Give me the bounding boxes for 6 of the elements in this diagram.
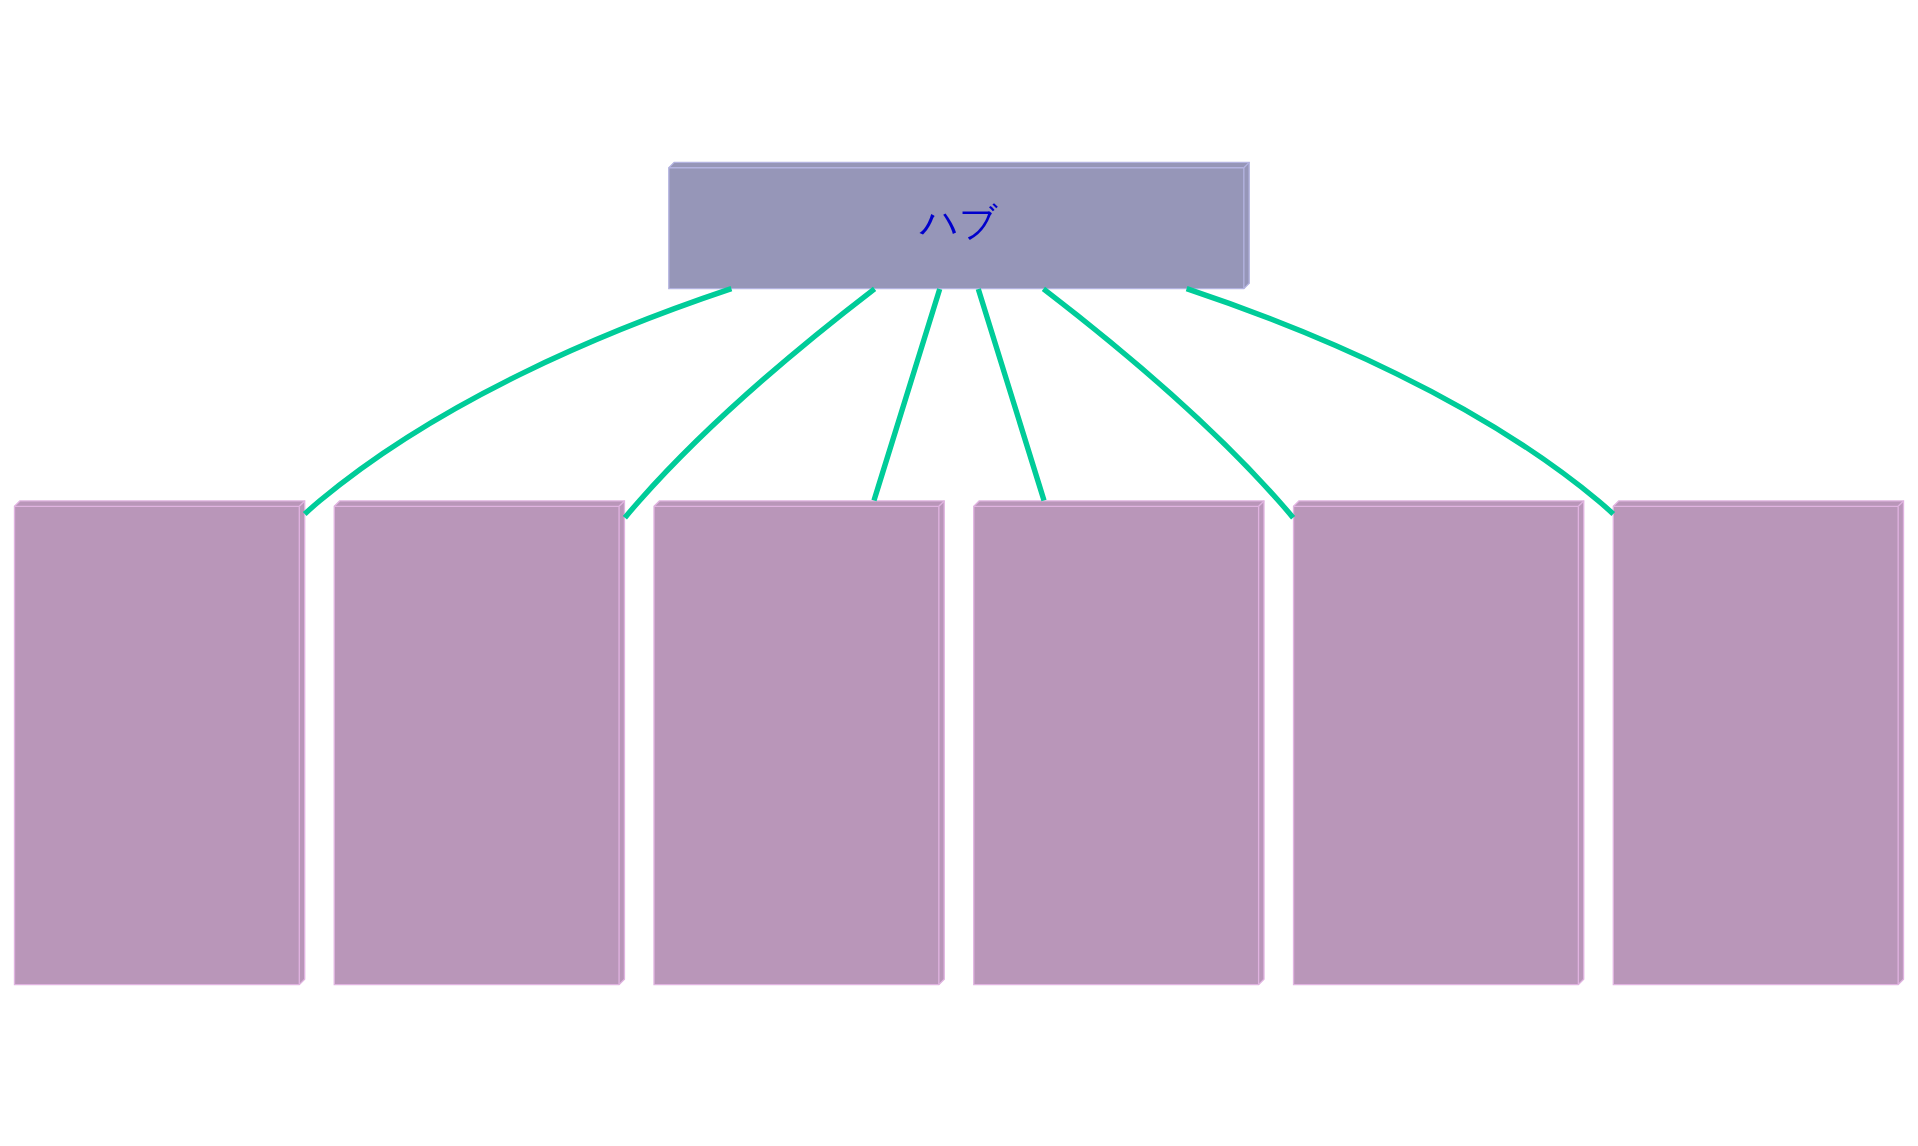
connector [622, 286, 877, 519]
connector [871, 287, 943, 501]
connector [975, 287, 1047, 501]
connector [302, 285, 733, 516]
connector [1041, 286, 1296, 519]
connector [1185, 285, 1616, 516]
